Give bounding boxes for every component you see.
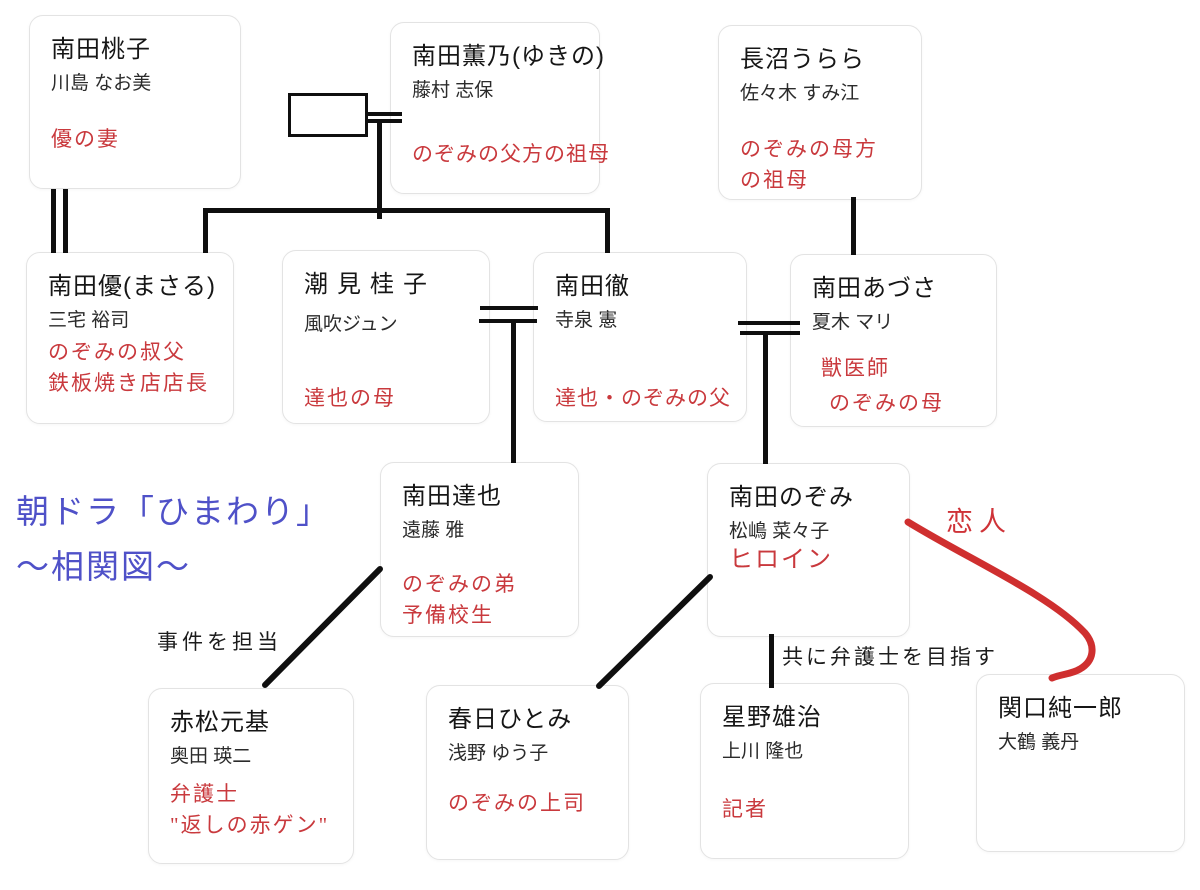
character-role-line2: 鉄板焼き店店長 — [48, 371, 209, 395]
empty-spouse-box — [288, 93, 368, 137]
label-aim-lawyer: 共に弁護士を目指す — [782, 645, 998, 669]
drop-line-tatsuya — [511, 319, 516, 463]
actor-name: 大鶴 義丹 — [998, 732, 1080, 753]
character-name: 赤松元基 — [170, 709, 270, 736]
character-role-line2: 予備校生 — [402, 603, 494, 627]
character-role: 弁護士 "返しの赤ゲン" — [170, 779, 329, 841]
character-role-line2: の祖母 — [740, 168, 809, 192]
actor-name: 寺泉 憲 — [555, 310, 618, 331]
character-name: 春日ひとみ — [448, 706, 573, 733]
line-nozomi-hoshino — [769, 634, 774, 688]
character-card-tooru: 南田徹 寺泉 憲 達也・のぞみの父 — [533, 252, 747, 422]
drop-line-tooru — [605, 208, 610, 253]
character-card-yukino: 南田薫乃(ゆきの) 藤村 志保 のぞみの父方の祖母 — [390, 22, 609, 194]
actor-name: 佐々木 すみ江 — [740, 83, 860, 104]
marriage-bar-keiko-tooru-2 — [479, 319, 537, 323]
actor-name: 三宅 裕司 — [48, 310, 130, 331]
character-name: 南田達也 — [402, 483, 502, 510]
character-card-azusa: 南田あづさ 夏木 マリ 獣医師 のぞみの母 — [790, 254, 997, 427]
character-role-line2: のぞみの母 — [829, 391, 944, 415]
actor-name: 浅野 ゆう子 — [448, 743, 549, 764]
character-name: 星野雄治 — [722, 704, 822, 731]
actor-name: 上川 隆也 — [722, 741, 804, 762]
marriage-bar-tooru-azusa-2 — [740, 331, 800, 335]
character-role-line1: 獣医師 — [821, 356, 890, 380]
actor-name: 遠藤 雅 — [402, 520, 465, 541]
character-card-hoshino: 星野雄治 上川 隆也 記者 — [700, 683, 909, 859]
character-card-masaru: 南田優(まさる) 三宅 裕司 のぞみの叔父 鉄板焼き店店長 — [26, 252, 234, 424]
character-name: 南田薫乃(ゆきの) — [412, 43, 605, 70]
character-role: 達也・のぞみの父 — [555, 386, 731, 410]
character-role: のぞみの母方 の祖母 — [740, 134, 878, 196]
character-name: 南田のぞみ — [729, 484, 854, 511]
character-name: 南田優(まさる) — [48, 273, 216, 300]
character-role-line1: のぞみの叔父 — [48, 340, 186, 364]
character-name: 南田桃子 — [51, 36, 151, 63]
sibling-rail — [203, 208, 610, 213]
character-role-line1: のぞみの弟 — [402, 572, 517, 596]
marriage-bar-tooru-azusa-1 — [738, 321, 800, 325]
character-name: 潮見桂子 — [304, 272, 436, 298]
actor-name: 奥田 瑛二 — [170, 746, 252, 767]
marriage-bar-keiko-tooru-1 — [480, 306, 538, 310]
diagram-title-line1: 朝ドラ「ひまわり」 — [16, 495, 331, 531]
line-hitomi-nozomi — [596, 574, 713, 689]
character-name: 関口純一郎 — [998, 695, 1123, 722]
character-role: 獣医師 のぞみの母 — [821, 351, 944, 421]
character-role: のぞみの叔父 鉄板焼き店店長 — [48, 337, 209, 399]
character-name: 南田徹 — [555, 273, 630, 300]
character-role: 記者 — [722, 797, 768, 821]
actor-name: 藤村 志保 — [412, 80, 494, 101]
diagram-title: 朝ドラ「ひまわり」 ～相関図～ — [16, 486, 331, 596]
character-card-urara: 長沼うらら 佐々木 すみ江 のぞみの母方 の祖母 — [718, 25, 922, 200]
actor-name: 川島 なお美 — [51, 73, 152, 94]
marriage-line-momoko-masaru-2 — [63, 189, 68, 253]
actor-name: 風吹ジュン — [304, 314, 398, 335]
drop-line-masaru — [203, 208, 208, 253]
marriage-bar-yukino-1 — [366, 112, 402, 116]
character-card-tatsuya: 南田達也 遠藤 雅 のぞみの弟 予備校生 — [380, 462, 579, 637]
marriage-line-momoko-masaru-1 — [51, 189, 56, 253]
character-role-line1: 弁護士 — [170, 782, 239, 806]
character-card-sekiguchi: 関口純一郎 大鶴 義丹 — [976, 674, 1185, 852]
character-card-momoko: 南田桃子 川島 なお美 優の妻 — [29, 15, 241, 189]
label-lovers: 恋人 — [946, 507, 1012, 537]
character-name: 南田あづさ — [812, 275, 937, 302]
marriage-bar-yukino-2 — [366, 119, 402, 123]
character-role: 優の妻 — [51, 127, 120, 151]
character-card-keiko: 潮見桂子 風吹ジュン 達也の母 — [282, 250, 490, 424]
actor-name: 夏木 マリ — [812, 312, 894, 333]
drop-line-nozomi — [763, 331, 768, 464]
character-card-nozomi: 南田のぞみ 松嶋 菜々子 ヒロイン — [707, 463, 910, 637]
character-role: のぞみの弟 予備校生 — [402, 569, 517, 631]
descent-line-yukino — [377, 121, 382, 219]
diagram-title-line2: ～相関図～ — [16, 550, 191, 586]
line-urara-azusa — [851, 197, 856, 255]
character-role: のぞみの上司 — [448, 791, 586, 815]
character-card-hitomi: 春日ひとみ 浅野 ゆう子 のぞみの上司 — [426, 685, 629, 860]
label-case-assignment: 事件を担当 — [157, 630, 282, 654]
character-name: 長沼うらら — [740, 46, 865, 73]
character-role: 達也の母 — [304, 386, 396, 410]
actor-name: 松嶋 菜々子 — [729, 521, 830, 542]
character-card-akamatsu: 赤松元基 奥田 瑛二 弁護士 "返しの赤ゲン" — [148, 688, 354, 864]
character-role: のぞみの父方の祖母 — [412, 142, 610, 166]
character-role: ヒロイン — [729, 546, 833, 573]
character-role-line1: のぞみの母方 — [740, 137, 878, 161]
character-role-line2: "返しの赤ゲン" — [170, 813, 330, 837]
